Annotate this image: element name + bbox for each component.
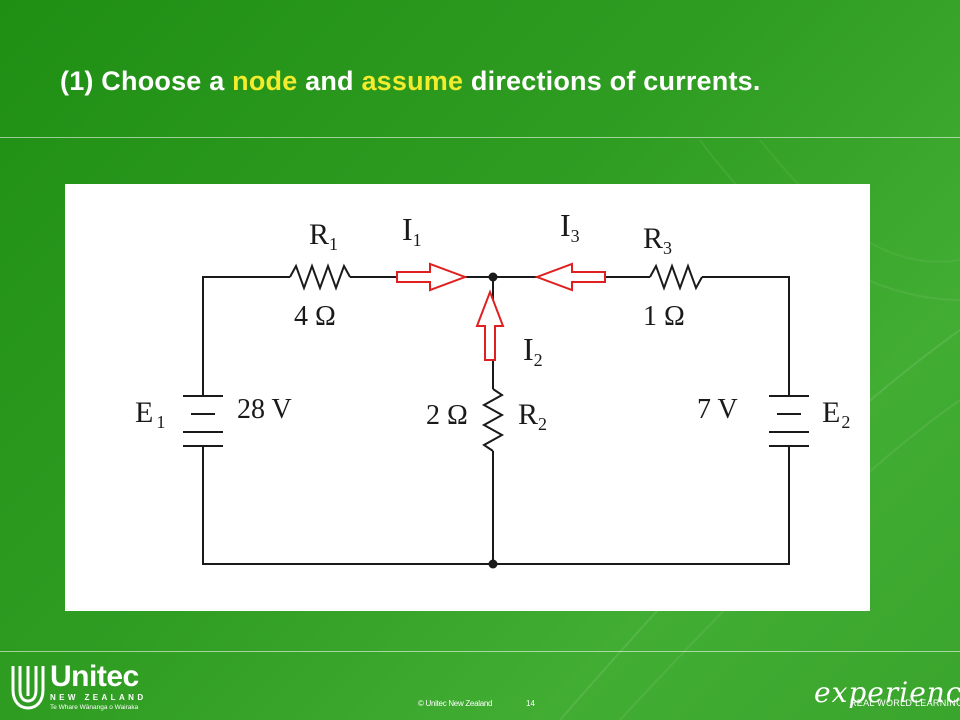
- logo-country: NEW ZEALAND: [50, 693, 147, 702]
- value-r2: 2 Ω: [426, 400, 468, 431]
- node-top: [488, 272, 498, 282]
- wire-top-left: [202, 276, 290, 396]
- title-divider: [0, 137, 960, 138]
- unitec-mark-icon: [11, 666, 45, 710]
- value-r3: 1 Ω: [643, 301, 685, 332]
- wire-top-right: [702, 276, 790, 396]
- arrow-i3: [534, 262, 606, 292]
- label-r2: R2: [518, 398, 547, 434]
- title-highlight-node: node: [232, 66, 298, 96]
- logo-name: Unitec: [50, 660, 139, 693]
- resistor-r2: [481, 388, 505, 452]
- page-number: 14: [526, 699, 535, 708]
- arrow-i2: [475, 289, 505, 361]
- label-i3: I3: [560, 207, 580, 246]
- label-e2: E2: [822, 396, 850, 432]
- value-e1: 28 V: [237, 394, 292, 425]
- node-bottom: [488, 559, 498, 569]
- title-highlight-assume: assume: [361, 66, 464, 96]
- slide-title: (1) Choose a node and assume directions …: [60, 66, 761, 96]
- unitec-logo: Unitec NEW ZEALAND Te Whare Wānanga o Wa…: [10, 660, 170, 716]
- footer-divider: [0, 651, 960, 652]
- wire-bottom: [202, 446, 790, 565]
- brand-experience: experience: [814, 676, 960, 709]
- value-e2: 7 V: [697, 394, 738, 425]
- label-r3: R3: [643, 222, 672, 258]
- value-r1: 4 Ω: [294, 301, 336, 332]
- logo-maori-name: Te Whare Wānanga o Wairaka: [50, 704, 139, 711]
- copyright-text: © Unitec New Zealand: [418, 699, 493, 708]
- label-i2: I2: [523, 331, 543, 370]
- resistor-r1: [289, 263, 351, 291]
- resistor-r3: [649, 263, 703, 291]
- arrow-i1: [396, 262, 468, 292]
- label-i1: I1: [402, 211, 422, 250]
- brand-tagline: REAL WORLD LEARNING: [850, 698, 960, 708]
- label-r1: R1: [309, 218, 338, 254]
